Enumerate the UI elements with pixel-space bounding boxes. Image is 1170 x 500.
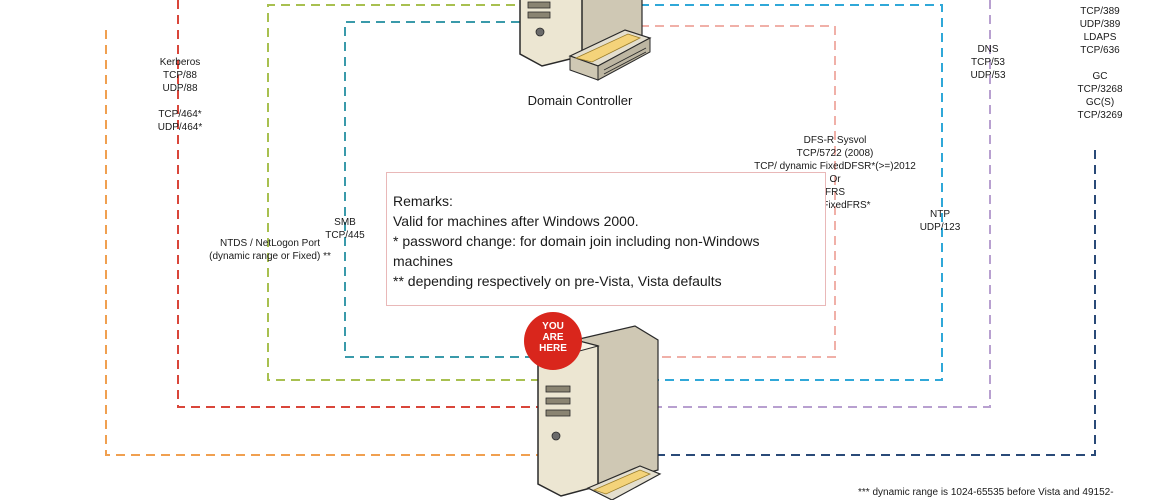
remarks-title: Remarks: — [393, 193, 453, 209]
ntds-title: NTDS / NetLogon Port — [219, 238, 321, 249]
dns-label: DNS TCP/53 UDP/53 — [960, 43, 1016, 82]
ntds-range: (dynamic range or Fixed) ** — [209, 251, 331, 262]
dns-udp53: UDP/53 — [970, 70, 1006, 81]
remarks-line-2: * password change: for domain join inclu… — [393, 233, 760, 269]
kerberos-udp88: UDP/88 — [162, 83, 198, 94]
teal-connection-line — [344, 21, 540, 358]
dfsr-label: DFS-R Sysvol TCP/5722 (2008) TCP/ dynami… — [740, 134, 930, 212]
ldaps-tcp636: TCP/636 — [1080, 45, 1120, 56]
badge-line-1: YOU — [542, 321, 564, 332]
kerberos-label: Kerberos TCP/88 UDP/88 TCP/464* UDP/464* — [145, 56, 215, 134]
domain-controller-label: Domain Controller — [527, 93, 633, 108]
dfsr-dynamic: TCP/ dynamic FixedDFSR*(>=)2012 — [754, 161, 916, 172]
ldap-tcp389: TCP/389 — [1080, 6, 1120, 17]
dynamic-range-footnote: *** dynamic range is 1024-65535 before V… — [858, 487, 1114, 498]
remarks-box: Remarks: Valid for machines after Window… — [386, 172, 826, 306]
badge-line-2: ARE — [542, 332, 564, 343]
ntp-udp123: UDP/123 — [919, 222, 961, 233]
gc-title: GC — [1092, 71, 1108, 82]
cyan-connection-line — [640, 4, 943, 381]
clipped-port-range-label: 49152-65535 — [75, 0, 134, 3]
gcs-tcp3269: TCP/3269 — [1077, 110, 1123, 121]
kerberos-title: Kerberos — [159, 57, 201, 68]
dfsr-fixedfrs: TCP/FixedFRS* — [799, 200, 871, 211]
navy-connection-line — [655, 150, 1096, 456]
dfsr-frs: FRS — [825, 187, 845, 198]
smb-tcp445: TCP/445 — [325, 230, 365, 241]
domain-controller-server-icon — [519, 0, 652, 81]
dfsr-tcp5722: TCP/5722 (2008) — [796, 148, 874, 159]
ldap-gc-label: TCP/389 UDP/389 LDAPS TCP/636 GC TCP/326… — [1070, 5, 1130, 122]
green-connection-line — [267, 4, 540, 381]
ldap-spacer — [1070, 57, 1130, 70]
dfsr-title: DFS-R Sysvol — [803, 135, 867, 146]
kerberos-tcp464: TCP/464* — [158, 109, 202, 120]
kerberos-tcp88: TCP/88 — [163, 70, 197, 81]
kerberos-spacer — [145, 95, 215, 108]
dns-tcp53: TCP/53 — [971, 57, 1005, 68]
dfsr-or: Or — [829, 174, 841, 185]
kerberos-udp464: UDP/464* — [157, 122, 203, 133]
ntp-label: NTP UDP/123 — [912, 208, 968, 234]
ldap-udp389: UDP/389 — [1079, 19, 1121, 30]
you-are-here-badge: YOU ARE HERE — [524, 312, 582, 370]
orange-connection-line — [105, 30, 540, 456]
red-connection-line — [177, 0, 540, 408]
ntp-title: NTP — [930, 209, 950, 220]
ldaps-title: LDAPS — [1083, 32, 1117, 43]
purple-connection-line — [655, 0, 991, 408]
gc-tcp3268: TCP/3268 — [1077, 84, 1123, 95]
badge-line-3: HERE — [539, 343, 567, 354]
pink-connection-line — [640, 25, 836, 358]
smb-title: SMB — [334, 217, 356, 228]
remarks-line-3: ** depending respectively on pre-Vista, … — [393, 273, 722, 289]
smb-label: SMB TCP/445 — [320, 216, 370, 242]
client-server-icon — [536, 325, 662, 500]
gcs-title: GC(S) — [1085, 97, 1115, 108]
ntds-label: NTDS / NetLogon Port (dynamic range or F… — [195, 237, 345, 263]
remarks-line-1: Valid for machines after Windows 2000. — [393, 213, 639, 229]
dns-title: DNS — [977, 44, 999, 55]
